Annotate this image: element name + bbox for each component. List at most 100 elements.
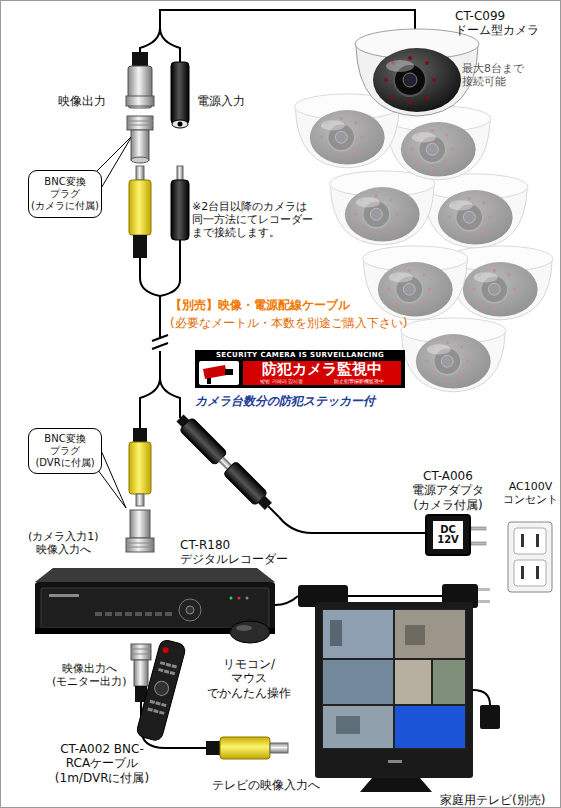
sticker-subrow: 방범 카메라 감시중防止犯罪攝影機監視中	[245, 378, 399, 384]
text-label: CT-A002 BNC-RCAケーブル (1m/DVRに付属)	[50, 742, 154, 785]
adapter-plate: DC 12V	[433, 521, 463, 549]
bnc-adapter-plug	[131, 130, 149, 160]
sticker-title: 防犯カメラ監視中	[243, 361, 401, 378]
cable	[140, 28, 160, 54]
television	[433, 660, 465, 704]
power-brick	[478, 588, 490, 591]
rca-plug	[206, 737, 288, 759]
television	[315, 602, 500, 792]
sticker-camera-icon	[199, 361, 239, 385]
television	[330, 620, 342, 646]
text-label: AC100V コンセント	[503, 480, 558, 506]
rca-plug	[136, 494, 144, 506]
camera-stack	[423, 174, 528, 248]
adapter-prongs	[471, 542, 486, 545]
remote-control	[153, 709, 159, 713]
sticker-caption: SECURITY CAMERA IS SURVEILLANCING	[195, 351, 405, 360]
digital-recorder	[125, 612, 132, 616]
digital-recorder	[246, 597, 249, 600]
bnc-adapter-plug	[126, 510, 154, 552]
rca-plug	[136, 166, 144, 180]
cable	[160, 240, 180, 296]
mouse	[230, 621, 270, 643]
bnc-connector	[126, 96, 154, 106]
digital-recorder	[230, 597, 233, 600]
rca-plug	[129, 428, 151, 506]
power-brick	[478, 600, 490, 603]
wall-outlet	[521, 566, 524, 579]
television	[395, 610, 465, 658]
cable	[159, 296, 161, 337]
power-jack	[171, 62, 189, 124]
digital-recorder	[165, 612, 172, 616]
remote-control	[147, 708, 153, 712]
rca-plug	[270, 743, 288, 753]
bnc-adapter-plug	[127, 116, 153, 163]
text-label: カメラ台数分の防犯ステッカー付	[195, 394, 375, 408]
power-plug	[171, 166, 189, 240]
mouse	[236, 625, 252, 631]
digital-recorder	[35, 568, 275, 582]
bnc-adapter-plug	[126, 543, 154, 544]
cable	[152, 335, 168, 341]
remote-control	[170, 671, 176, 675]
television	[322, 609, 466, 749]
bnc-adapter-plug	[127, 125, 153, 126]
rca-plug	[129, 180, 151, 235]
digital-recorder	[41, 588, 269, 628]
camera-stack	[401, 318, 506, 392]
bnc-adapter-plug	[127, 116, 153, 130]
remote-control	[159, 711, 165, 715]
rca-plug	[206, 741, 220, 755]
callout-bubble: BNC変換 プラグ (DVRに付属)	[28, 428, 102, 474]
text-label: ※2台目以降のカメラは 同一方法にてレコーダー まで接続します。	[192, 200, 313, 240]
digital-recorder	[238, 597, 241, 600]
rca-plug	[129, 166, 151, 258]
sticker-camera-icon	[203, 365, 227, 379]
remote-control	[164, 669, 170, 673]
camera-stack	[386, 106, 491, 180]
remote-control	[166, 663, 172, 667]
cable	[152, 343, 168, 349]
remote-control	[149, 700, 155, 704]
television	[480, 705, 500, 729]
system-illustration	[355, 29, 479, 116]
rca-plug	[133, 428, 147, 442]
sticker-band: 防犯カメラ監視中방범 카메라 감시중防止犯罪攝影機監視中	[243, 361, 401, 385]
television	[405, 625, 425, 645]
text-label: テレビの映像入力へ	[212, 778, 320, 792]
text-label: 映像出力へ (モニター出力)	[52, 662, 127, 688]
bnc-connector	[131, 649, 151, 650]
power-plug	[171, 180, 189, 240]
power-plug-pair	[268, 506, 279, 517]
power-jack	[171, 62, 189, 128]
rca-plug	[220, 737, 270, 759]
rca-plug	[129, 442, 151, 494]
digital-recorder	[49, 594, 79, 597]
digital-recorder	[115, 612, 122, 616]
digital-recorder	[145, 612, 152, 616]
bnc-adapter-plug	[130, 510, 150, 538]
camera-stack	[330, 171, 435, 245]
television	[315, 602, 473, 778]
digital-recorder	[155, 612, 162, 616]
bnc-adapter-plug	[131, 157, 149, 163]
wall-outlet	[514, 528, 546, 554]
cable	[473, 690, 490, 705]
text-label: 家庭用テレビ(別売)	[440, 793, 545, 807]
digital-recorder	[105, 612, 112, 616]
digital-recorder	[135, 612, 142, 616]
cable	[160, 28, 180, 62]
sticker-camera-icon	[225, 369, 233, 375]
remote-control	[171, 664, 177, 668]
power-jack	[178, 122, 183, 127]
callout-text: BNC変換 プラグ (カメラに付属)	[31, 176, 99, 212]
bnc-connector	[134, 660, 148, 686]
adapter-prongs	[471, 527, 486, 545]
remote-control	[161, 703, 167, 707]
text-label: CT-C099 ドーム型カメラ	[455, 9, 539, 38]
text-label: (必要なメートル・本数を別途ご購入下さい)	[170, 316, 407, 330]
sticker-subtext: 방범 카메라 감시중	[260, 378, 303, 384]
bnc-adapter-plug	[127, 121, 153, 122]
camera-stack	[363, 246, 468, 320]
